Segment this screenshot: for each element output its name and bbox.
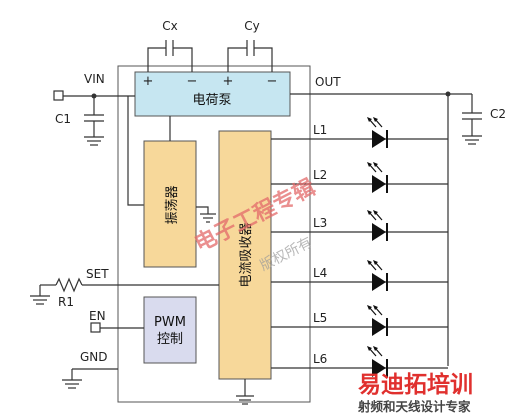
set-label: SET	[86, 267, 109, 281]
current-sink-block	[218, 130, 272, 380]
out-label: OUT	[315, 75, 341, 89]
c2-label: C2	[490, 107, 506, 121]
ic-outline	[117, 65, 311, 403]
pump-plus-2: +	[223, 74, 234, 89]
en-terminal	[90, 322, 101, 333]
c1-capacitor	[84, 96, 104, 137]
vin-label: VIN	[84, 72, 105, 86]
led-icon	[367, 210, 388, 241]
c1-label: C1	[55, 112, 71, 126]
cx-label: Cx	[162, 19, 177, 33]
r1-resistor	[55, 277, 83, 293]
charge-pump-label: 电荷泵	[192, 93, 231, 108]
led-channel-label: L4	[313, 266, 327, 280]
led-icon	[367, 117, 388, 148]
pump-plus-1: +	[143, 74, 154, 89]
led-channel-4: L4	[271, 260, 448, 291]
led-channel-label: L2	[313, 168, 327, 182]
led-channel-3: L3	[271, 210, 448, 241]
logo-brand: 易迪拓培训	[358, 371, 473, 398]
current-sink-ground-icon	[236, 395, 254, 405]
led-icon	[367, 305, 388, 336]
oscillator-block	[143, 140, 197, 268]
pump-minus-2: −	[267, 74, 278, 89]
pwm-label: PWM	[154, 315, 186, 330]
oscillator-ground-icon	[200, 213, 216, 223]
oscillator-label: 振荡器	[165, 185, 180, 224]
led-channel-label: L5	[313, 311, 327, 325]
pwm-control-label: 控制	[157, 332, 183, 347]
c1-ground-icon	[84, 136, 104, 146]
en-label: EN	[89, 309, 106, 323]
led-icon	[367, 162, 388, 193]
led-channel-2: L2	[271, 162, 448, 193]
led-channel-1: L1	[271, 117, 448, 148]
pump-minus-1: −	[187, 74, 198, 89]
led-icon	[367, 346, 388, 377]
r1-label: R1	[58, 295, 74, 309]
cx-capacitor	[147, 40, 193, 72]
gnd-label: GND	[80, 350, 108, 364]
c2-capacitor	[462, 94, 482, 136]
gnd-ground-icon	[62, 369, 82, 389]
led-channel-label: L1	[313, 123, 327, 137]
cy-capacitor	[227, 40, 273, 72]
led-icon	[367, 260, 388, 291]
led-channel-label: L3	[313, 216, 327, 230]
set-ground-icon	[30, 285, 50, 305]
out-node	[445, 91, 451, 97]
pwm-control-block	[143, 296, 197, 364]
cy-label: Cy	[244, 19, 259, 33]
vin-terminal	[53, 90, 64, 101]
current-sink-label: 电流吸收器	[239, 222, 254, 287]
led-channel-5: L5	[271, 305, 448, 336]
logo-slogan: 射频和天线设计专家	[357, 399, 471, 414]
led-channel-6: L6	[271, 346, 448, 377]
led-channel-label: L6	[313, 352, 327, 366]
c2-ground-icon	[462, 135, 482, 145]
charge-pump-block	[134, 71, 291, 117]
